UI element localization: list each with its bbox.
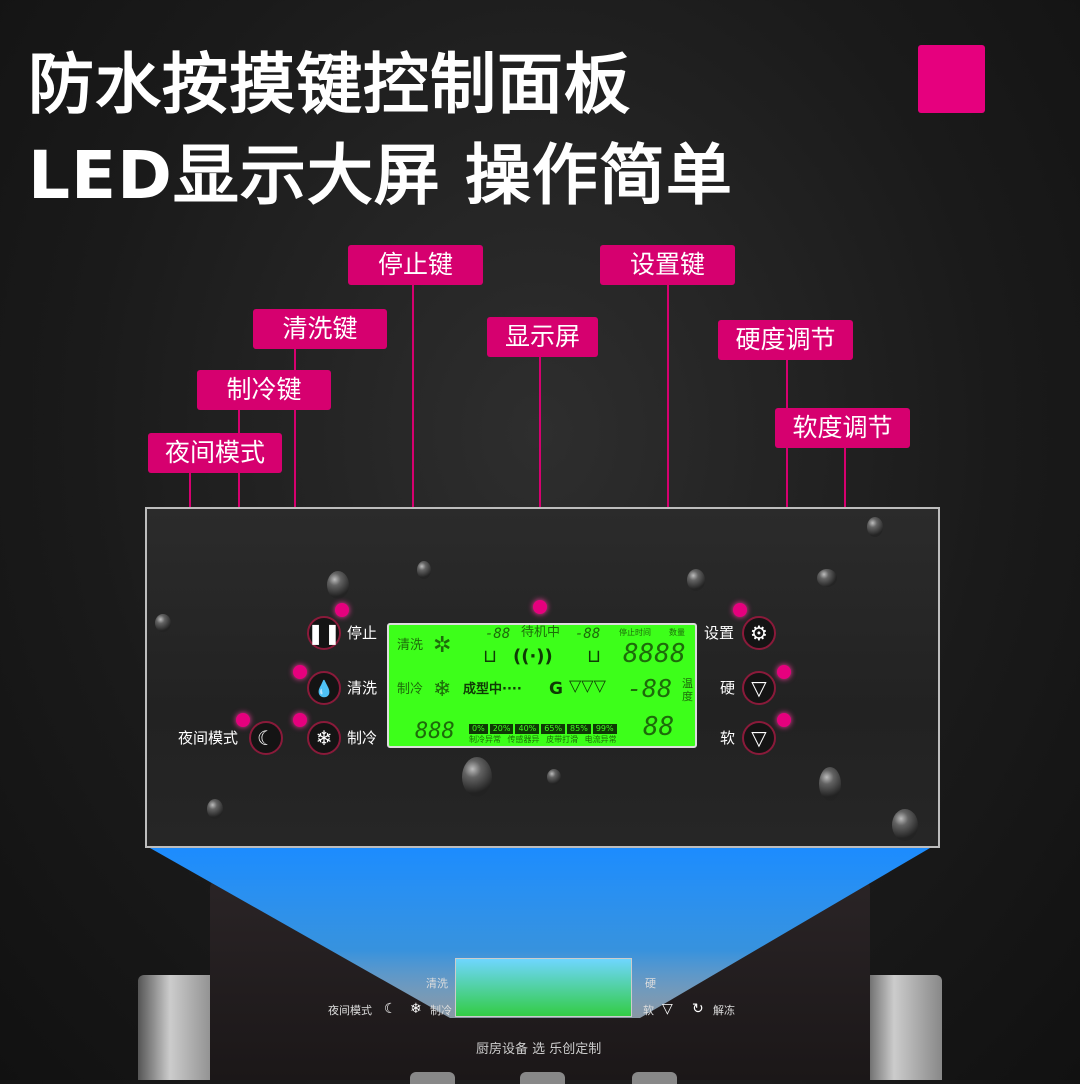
machine-soft-label: 软: [643, 1004, 654, 1017]
machine-cool-label: 制冷: [430, 1004, 452, 1017]
light-beam: [150, 848, 930, 1018]
headline-line-1: 防水按摸键控制面板: [28, 46, 631, 123]
water-drop: [417, 561, 431, 579]
pause-icon[interactable]: ❚❚: [307, 616, 341, 650]
machine-side-right: [862, 975, 942, 1080]
lcd-display: 清洗 ✲ 制冷 ❄ -88 待机中 -88 ⊔ ((·)) ⊔ 停止时间 数量 …: [387, 623, 697, 748]
indicator-dot: [777, 665, 791, 679]
lcd-seg-bottom: 888: [415, 719, 455, 744]
lcd-g: G: [549, 679, 563, 699]
indicator-dot: [293, 713, 307, 727]
lcd-seg-small: 88: [643, 712, 675, 742]
lcd-pct: 0%: [469, 724, 488, 734]
lcd-top-right-b: 数量: [669, 628, 685, 637]
lcd-fan-icon: ✲: [433, 633, 452, 658]
lcd-cup-icon: ⊔: [587, 646, 602, 667]
moon-icon[interactable]: ☾: [249, 721, 283, 755]
drops-icon[interactable]: 💧: [307, 671, 341, 705]
settings-label: 设置: [704, 624, 735, 642]
callout-settings: 设置键: [600, 245, 735, 285]
water-drop: [892, 809, 918, 841]
lcd-cup-icon: ⊔: [483, 646, 498, 667]
indicator-dot: [733, 603, 747, 617]
lcd-pct: 99%: [592, 724, 617, 734]
machine-thaw-label: 解冻: [713, 1004, 735, 1017]
ice-cream-icon[interactable]: ▽: [742, 671, 776, 705]
callout-night: 夜间模式: [148, 433, 282, 473]
lcd-pct: 65%: [541, 724, 566, 734]
headline-line-2: LED显示大屏 操作简单: [28, 137, 733, 214]
lcd-status: 皮带打滑: [546, 735, 579, 744]
lcd-cool: 制冷: [397, 682, 424, 697]
night-label: 夜间模式: [178, 729, 239, 747]
water-drop: [462, 757, 492, 797]
machine-hard-label: 硬: [645, 977, 656, 990]
indicator-dot: [236, 713, 250, 727]
soft-label: 软: [720, 729, 736, 747]
lcd-seg-left: -88: [485, 626, 511, 642]
hard-label: 硬: [720, 679, 736, 697]
callout-stop: 停止键: [348, 245, 483, 285]
indicator-dot: [293, 665, 307, 679]
lcd-pct: 40%: [515, 724, 540, 734]
machine-thaw-icon: ↻: [692, 1001, 704, 1017]
lcd-status: 传感器异: [507, 735, 540, 744]
machine-slogan: 厨房设备 选 乐创定制: [476, 1042, 602, 1057]
callout-hardness: 硬度调节: [718, 320, 853, 360]
lcd-forming: 成型中····: [463, 682, 522, 697]
lcd-temp-label: 温度: [682, 677, 693, 703]
water-drop: [819, 767, 841, 801]
lcd-status: 电流异常: [584, 735, 617, 744]
callout-clean: 清洗键: [253, 309, 387, 349]
water-drop: [817, 569, 837, 587]
stop-label: 停止: [347, 624, 378, 642]
machine-knob: [520, 1072, 565, 1084]
callout-cooling: 制冷键: [197, 370, 331, 410]
lcd-seg-right: -88: [575, 626, 601, 642]
water-drop: [207, 799, 223, 819]
water-drop: [327, 571, 349, 599]
accent-square: [918, 45, 985, 113]
ice-cream-icon[interactable]: ▽: [742, 721, 776, 755]
water-drop: [547, 769, 561, 785]
cool-label: 制冷: [347, 729, 378, 747]
lcd-signal-icon: ((·)): [513, 646, 553, 667]
lcd-ice-cream-icons: ▽▽▽: [569, 676, 606, 695]
machine-snowflake-icon: ❄: [410, 1001, 422, 1017]
machine-clean-label: 清洗: [426, 977, 448, 990]
water-drop: [687, 569, 705, 591]
lcd-clean: 清洗: [397, 638, 424, 653]
callout-display: 显示屏: [487, 317, 598, 357]
machine-ice-cream-icon: ▽: [662, 1001, 673, 1017]
lcd-snow-icon: ❄: [433, 677, 452, 702]
indicator-dot: [335, 603, 349, 617]
callout-softness: 软度调节: [775, 408, 910, 448]
snowflake-icon[interactable]: ❄: [307, 721, 341, 755]
lcd-status-row: 制冷异常 传感器异 皮带打滑 电流异常: [469, 735, 617, 745]
indicator-dot: [777, 713, 791, 727]
lcd-seg-temp: -88: [627, 674, 673, 703]
lcd-standby: 待机中: [521, 625, 561, 640]
lcd-pct: 20%: [489, 724, 514, 734]
machine-knob: [632, 1072, 677, 1084]
lcd-top-right-a: 停止时间: [619, 628, 651, 637]
water-drop: [867, 517, 883, 537]
lcd-seg-big: 8888: [623, 639, 686, 669]
gear-icon[interactable]: ⚙: [742, 616, 776, 650]
clean-label: 清洗: [347, 679, 378, 697]
indicator-dot: [533, 600, 547, 614]
machine-knob: [410, 1072, 455, 1084]
lcd-percent-bar: 0%20%40%65%85%99%: [469, 721, 619, 734]
machine-moon-icon: ☾: [384, 1001, 397, 1017]
machine-lcd: [455, 958, 632, 1017]
machine-night-label: 夜间模式: [328, 1004, 372, 1017]
water-drop: [155, 614, 171, 632]
machine-side-left: [138, 975, 218, 1080]
lcd-status: 制冷异常: [469, 735, 501, 744]
lcd-pct: 85%: [567, 724, 591, 734]
